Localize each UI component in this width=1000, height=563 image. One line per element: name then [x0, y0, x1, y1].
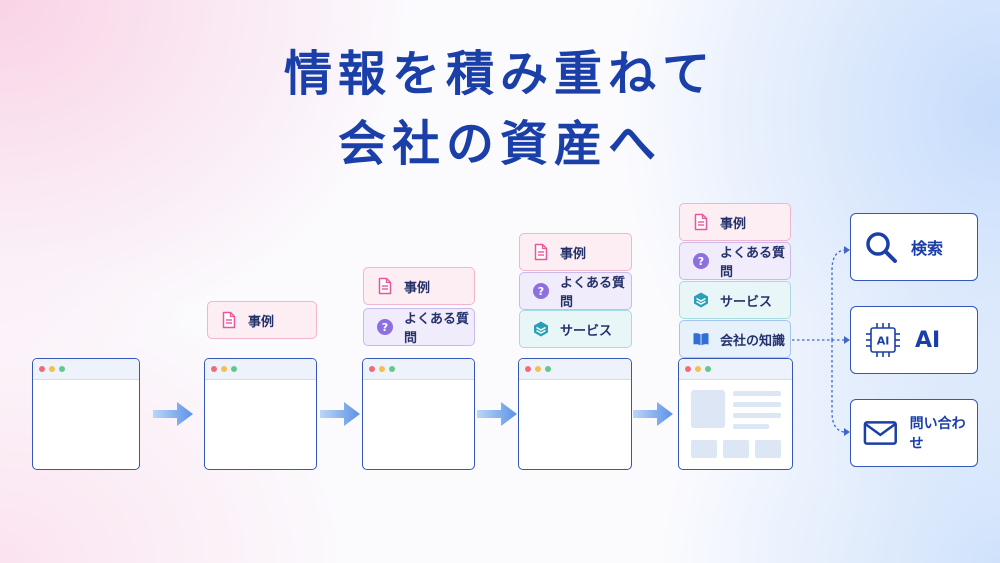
browser-window-stage-3: [362, 358, 475, 470]
layers-icon: [532, 320, 550, 338]
card-faq-stage-3: よくある質問: [363, 308, 475, 346]
browser-window-stage-4: [518, 358, 632, 470]
card-case-stage-5: 事例: [679, 203, 791, 241]
card-label: よくある質問: [404, 312, 470, 346]
question-icon: [532, 282, 550, 300]
ai-chip-icon: AI: [866, 323, 900, 357]
document-icon: [376, 277, 394, 295]
browser-window-stage-1: [32, 358, 140, 470]
document-icon: [532, 243, 550, 261]
card-label: よくある質問: [720, 246, 786, 280]
card-knowledge-stage-5: 会社の知識: [679, 320, 791, 358]
magnifier-icon: [866, 232, 897, 263]
window-titlebar: [33, 359, 139, 380]
arrow-right-icon: [153, 402, 193, 426]
layers-icon: [692, 291, 710, 309]
question-icon: [692, 252, 710, 270]
card-label: 会社の知識: [720, 333, 786, 349]
card-label: 事例: [560, 246, 587, 262]
browser-window-stage-5: [678, 358, 793, 470]
document-icon: [692, 213, 710, 231]
document-icon: [220, 311, 238, 329]
arrow-right-icon: [320, 402, 360, 426]
title-line-1: 情報を積み重ねて: [283, 46, 716, 102]
card-faq-stage-4: よくある質問: [519, 272, 632, 310]
connector-lines: [792, 246, 850, 436]
card-case-stage-3: 事例: [363, 267, 475, 305]
output-ai: AI AI: [850, 306, 978, 374]
card-label: 事例: [720, 216, 747, 232]
card-service-stage-4: サービス: [519, 310, 632, 348]
output-label: AI: [915, 327, 941, 353]
page-content-illustration: [691, 390, 781, 458]
card-label: 事例: [404, 280, 431, 296]
window-titlebar: [519, 359, 631, 380]
window-titlebar: [205, 359, 316, 380]
card-label: よくある質問: [560, 276, 626, 310]
card-case-stage-4: 事例: [519, 233, 632, 271]
arrow-right-icon: [477, 402, 517, 426]
card-label: 事例: [248, 314, 275, 330]
card-faq-stage-5: よくある質問: [679, 242, 791, 280]
output-contact: 問い合わせ: [850, 399, 978, 467]
window-titlebar: [679, 359, 792, 380]
title-line-2: 会社の資産へ: [337, 116, 662, 172]
envelope-icon: [863, 421, 897, 445]
card-service-stage-5: サービス: [679, 281, 791, 319]
ai-chip-text: AI: [877, 335, 890, 348]
output-search: 検索: [850, 213, 978, 281]
card-label: サービス: [560, 323, 613, 339]
book-icon: [692, 330, 710, 348]
card-label: サービス: [720, 294, 773, 310]
browser-window-stage-2: [204, 358, 317, 470]
output-label: 検索: [911, 239, 944, 258]
question-icon: [376, 318, 394, 336]
output-label: 問い合わせ: [909, 416, 966, 452]
arrow-right-icon: [633, 402, 673, 426]
card-case-stage-2: 事例: [207, 301, 317, 339]
window-titlebar: [363, 359, 474, 380]
